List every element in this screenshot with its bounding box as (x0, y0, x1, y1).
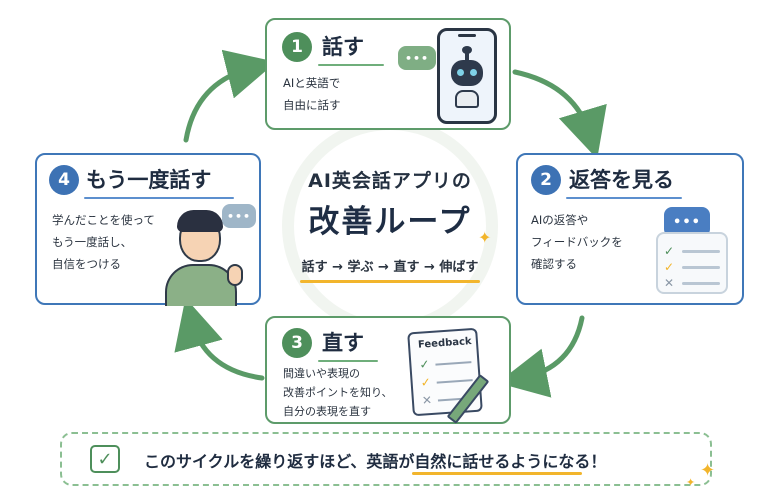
speech-bubble-icon: ••• (222, 204, 256, 228)
step-desc-line: AIと英語で (283, 76, 341, 90)
step-desc-line: AIの返答や (531, 213, 589, 227)
banner-underline (412, 472, 582, 475)
checklist-icon: ✓ ✓ ✕ (656, 232, 728, 294)
step-desc-line: 学んだことを使って (52, 213, 155, 227)
robot-icon (451, 60, 483, 86)
arrow-3-to-4 (174, 297, 265, 381)
robot-body-icon (455, 90, 479, 108)
banner-text: このサイクルを繰り返すほど、英語が自然に話せるようになる！ (144, 452, 607, 471)
person-icon (163, 206, 243, 306)
step-desc-line: もう一度話し、 (52, 235, 133, 249)
arrow-4-to-1 (183, 49, 277, 143)
center-underline (300, 280, 480, 283)
sparkle-icon: ✦ (700, 460, 716, 481)
step-desc-line: 自分の表現を直す (283, 405, 371, 418)
feedback-label: Feedback (417, 336, 472, 351)
step-title-3: 直す (322, 331, 364, 355)
step-desc-line: フィードバックを (531, 235, 623, 249)
step-number-1: 1 (282, 32, 312, 62)
step-desc-4: 学んだことを使って もう一度話し、 自信をつける (52, 209, 155, 275)
step-desc-line: 自信をつける (52, 257, 121, 271)
center-title: 改善ループ (308, 204, 472, 240)
step-desc-1: AIと英語で 自由に話す (283, 72, 341, 116)
step-number-4: 4 (49, 165, 79, 195)
step-title-2: 返答を見る (569, 168, 674, 192)
step-title-underline-4 (84, 197, 234, 199)
sparkle-icon: ✦ (478, 228, 492, 247)
speech-bubble-icon: ••• (398, 46, 436, 70)
step-title-underline-3 (318, 360, 378, 362)
step-desc-line: 間違いや表現の (283, 367, 360, 380)
arrow-1-to-2 (512, 69, 607, 159)
step-desc-line: 確認する (531, 257, 577, 271)
step-desc-line: 改善ポイントを知り、 (283, 386, 393, 399)
center-flow: 話す → 学ぶ → 直す → 伸ばす (301, 260, 479, 275)
step-title-underline-2 (566, 197, 682, 199)
step-number-3: 3 (282, 328, 312, 358)
step-title-underline-1 (318, 64, 384, 66)
summary-banner: ✓ このサイクルを繰り返すほど、英語が自然に話せるようになる！ (60, 432, 712, 486)
arrow-2-to-3 (497, 315, 585, 398)
checkbox-icon: ✓ (90, 445, 120, 473)
step-desc-2: AIの返答や フィードバックを 確認する (531, 209, 623, 275)
step-desc-line: 自由に話す (283, 98, 341, 112)
step-desc-3: 間違いや表現の 改善ポイントを知り、 自分の表現を直す (283, 364, 393, 421)
sparkle-icon: ✦ (686, 476, 696, 489)
step-title-4: もう一度話す (86, 168, 212, 192)
step-title-1: 話す (322, 35, 364, 59)
step-number-2: 2 (531, 165, 561, 195)
center-subtitle: AI英会話アプリの (308, 170, 472, 192)
